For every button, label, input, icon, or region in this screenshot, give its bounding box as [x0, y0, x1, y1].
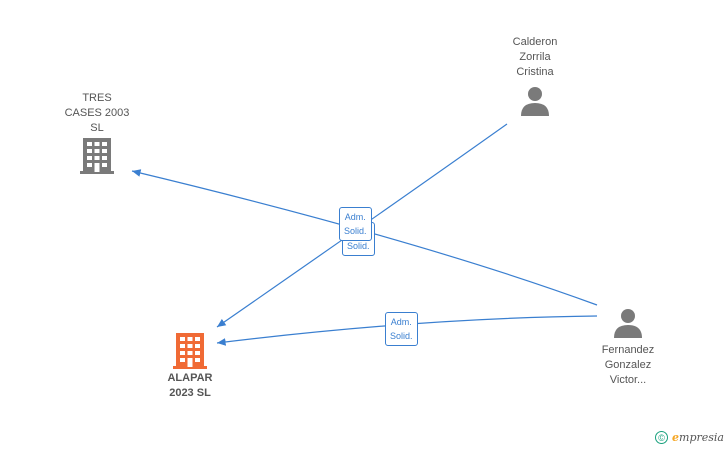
node-label-calderon: Calderon Zorrila Cristina	[512, 36, 558, 78]
edge-tag-fernandez-alapar[interactable]: Adm. Solid.	[385, 312, 418, 346]
footer-brand: © empresia	[655, 431, 724, 444]
edge-tag-calderon-alapar[interactable]: Adm. Solid.	[339, 207, 372, 241]
node-alapar[interactable]: ALAPAR 2023 SL	[145, 333, 235, 401]
node-label-alapar: ALAPAR 2023 SL	[167, 372, 213, 399]
brand-logo[interactable]: empresia	[672, 431, 724, 444]
edge-fernandez-tres-cases	[131, 169, 598, 306]
person-icon	[614, 309, 642, 338]
node-label-fernandez: Fernandez Gonzalez Victor...	[601, 344, 655, 386]
building-icon	[80, 138, 114, 174]
node-label-tres-cases: TRES CASES 2003 SL	[64, 92, 130, 134]
person-icon	[521, 87, 549, 116]
copyright-icon: ©	[655, 431, 669, 444]
edge-calderon-alapar	[216, 123, 508, 328]
node-fernandez[interactable]: Fernandez Gonzalez Victor...	[583, 308, 673, 388]
node-calderon[interactable]: Calderon Zorrila Cristina	[490, 35, 580, 116]
node-tres-cases[interactable]: TRES CASES 2003 SL	[52, 91, 142, 174]
building-icon	[173, 333, 207, 369]
